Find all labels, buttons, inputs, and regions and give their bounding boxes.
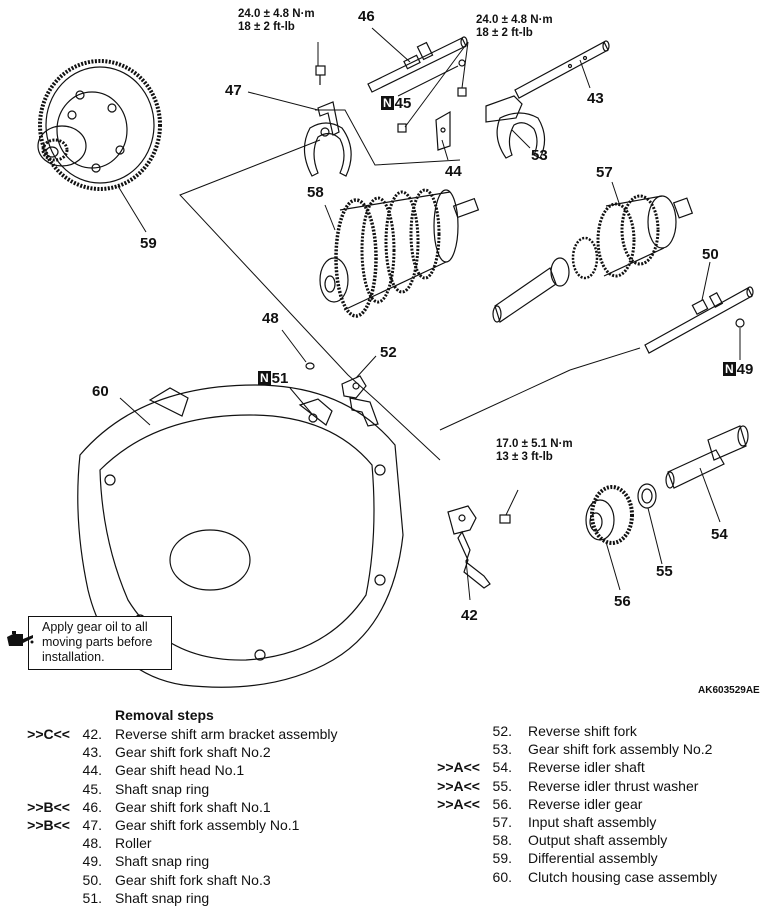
step-mark: >>A<<	[437, 759, 480, 776]
step-number: 55.	[492, 777, 512, 794]
step-number: 44.	[82, 762, 102, 779]
step-label: Reverse idler thrust washer	[528, 777, 699, 794]
step-number: 46.	[82, 798, 102, 815]
callout-42: 42	[461, 607, 478, 624]
callout-56: 56	[614, 593, 631, 610]
step-number: 47.	[82, 816, 102, 833]
callout-59: 59	[140, 235, 157, 252]
step-label: Gear shift fork assembly No.2	[528, 741, 713, 758]
step-label: Output shaft assembly	[528, 832, 668, 849]
step-number: 52.	[492, 723, 512, 739]
leader-lines	[117, 27, 741, 601]
step-label: Gear shift head No.1	[115, 762, 245, 779]
step-number: 50.	[82, 871, 102, 888]
reverse-shift-fork	[341, 375, 379, 427]
step-number: 58.	[492, 832, 512, 849]
oil-can-icon	[7, 631, 34, 646]
step-number: 57.	[492, 813, 512, 830]
note-text: Apply gear oil to all moving parts befor…	[42, 620, 153, 664]
step-number: 45.	[82, 780, 102, 797]
gear-shift-fork-shaft-no1	[367, 36, 468, 93]
reverse-idler-gear	[585, 485, 634, 545]
step-label: Roller	[115, 835, 152, 852]
callout-52: 52	[380, 344, 397, 361]
callout-50: 50	[702, 246, 719, 263]
new-part-mark: N	[723, 362, 736, 376]
reverse-idler-shaft	[665, 425, 749, 489]
callout-53: 53	[531, 147, 548, 164]
callout-54: 54	[711, 526, 728, 543]
note-box	[28, 616, 172, 670]
step-number: 43.	[82, 744, 102, 761]
callout-57: 57	[596, 164, 613, 181]
step-number: 60.	[492, 868, 512, 885]
step-label: Reverse shift fork	[528, 723, 637, 739]
gear-shift-fork-shaft-no3	[644, 286, 754, 354]
gear-shift-fork-shaft-no2	[514, 40, 610, 99]
step-label: Gear shift fork shaft No.3	[115, 871, 271, 888]
exploded-view-diagram	[37, 27, 754, 688]
callout-58: 58	[307, 184, 324, 201]
output-shaft-assembly	[319, 188, 480, 318]
step-number: 48.	[82, 835, 102, 852]
new-part-mark: N	[258, 371, 271, 385]
callout-55: 55	[656, 563, 673, 580]
reverse-shift-arm-bracket	[447, 505, 511, 589]
step-mark: >>B<<	[27, 798, 70, 815]
step-number: 51.	[82, 889, 102, 906]
step-label: Shaft snap ring	[115, 853, 210, 870]
drawing-code: AK603529AE	[698, 685, 760, 696]
step-mark: >>B<<	[27, 816, 70, 833]
callout-44: 44	[445, 163, 462, 180]
differential-assembly	[37, 59, 162, 191]
roller	[305, 362, 315, 370]
step-label: Gear shift fork shaft No.2	[115, 744, 271, 761]
step-label: Input shaft assembly	[528, 813, 657, 830]
step-number: 59.	[492, 850, 512, 867]
gear-shift-fork-assembly-no2	[485, 95, 546, 159]
step-label: Gear shift fork shaft No.1	[115, 798, 271, 815]
callout-46: 46	[358, 8, 375, 25]
new-part-mark: N	[381, 96, 394, 110]
removal-steps-title: Removal steps	[115, 707, 214, 723]
gear-shift-fork-assembly-no1	[303, 101, 352, 177]
callout-48: 48	[262, 310, 279, 327]
step-label: Gear shift fork assembly No.1	[115, 816, 300, 833]
guide-lines	[179, 109, 641, 461]
gear-shift-head-no1	[435, 110, 451, 151]
step-label: Reverse idler shaft	[528, 759, 645, 776]
step-number: 53.	[492, 741, 512, 758]
step-number: 56.	[492, 795, 512, 812]
reverse-idler-thrust-washer	[637, 483, 657, 509]
step-label: Differential assembly	[528, 850, 658, 867]
bolt-fork-shaft-no1	[315, 65, 326, 85]
step-label: Clutch housing case assembly	[528, 868, 718, 885]
step-mark: >>A<<	[437, 795, 480, 812]
input-shaft-assembly	[492, 194, 694, 323]
step-label: Shaft snap ring	[115, 889, 210, 906]
step-label: Shaft snap ring	[115, 780, 210, 797]
callout-60: 60	[92, 383, 109, 400]
callout-47: 47	[225, 82, 242, 99]
step-mark: >>A<<	[437, 777, 480, 794]
clutch-housing-case	[77, 384, 404, 688]
step-number: 54.	[492, 759, 512, 776]
step-number: 42.	[82, 726, 102, 742]
step-label: Reverse idler gear	[528, 795, 643, 812]
callout-43: 43	[587, 90, 604, 107]
step-number: 49.	[82, 853, 102, 870]
step-mark: >>C<<	[27, 726, 70, 742]
step-label: Reverse shift arm bracket assembly	[115, 726, 338, 742]
